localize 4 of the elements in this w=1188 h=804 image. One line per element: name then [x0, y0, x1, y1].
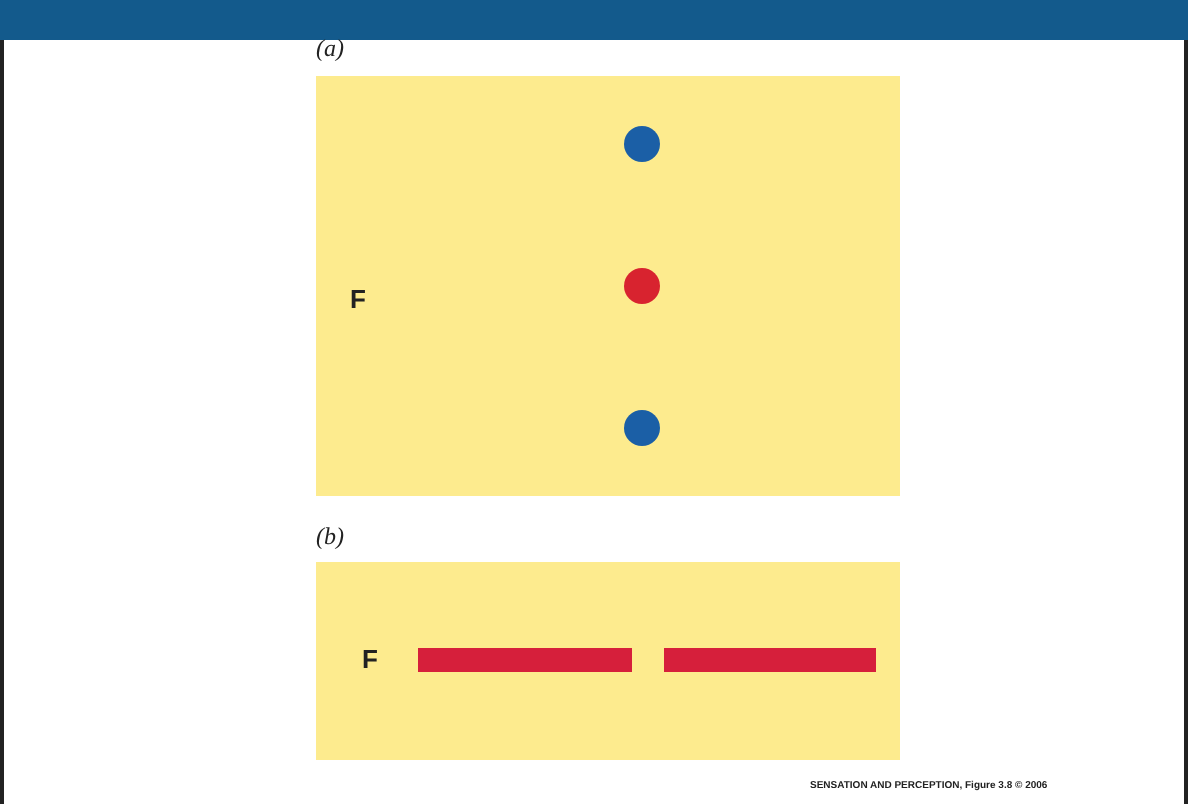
letter-label: F: [362, 644, 378, 674]
panel-label: (a): [316, 34, 344, 64]
panel-label: (b): [316, 522, 344, 552]
letter-label: F: [350, 284, 366, 314]
